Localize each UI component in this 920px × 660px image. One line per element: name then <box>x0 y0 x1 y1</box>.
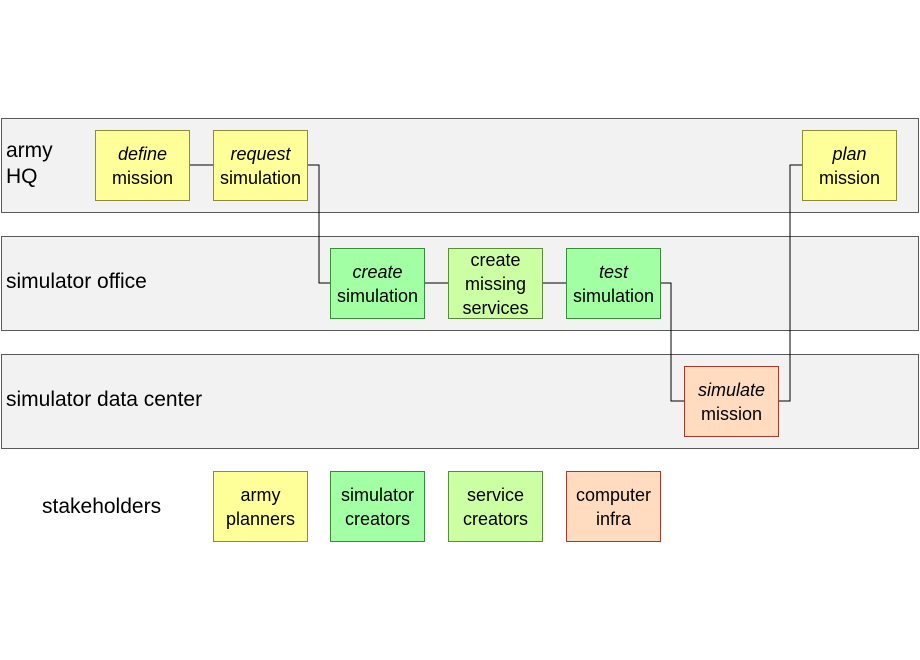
lane-label-data-center: simulator data center <box>6 388 203 411</box>
stakeholder-line1: computer <box>575 484 652 505</box>
request-simulation-noun: simulation <box>219 167 302 188</box>
connector-simulate-to-plan <box>779 164 802 402</box>
create-missing-services-line2: missing <box>464 273 526 294</box>
stakeholder-service-creators: service creators <box>448 471 543 542</box>
box-request-simulation: request simulation <box>213 130 308 201</box>
box-create-missing-services: create missing services <box>448 248 543 319</box>
test-simulation-noun: simulation <box>572 285 655 306</box>
simulate-mission-noun: mission <box>700 403 762 424</box>
box-test-simulation: test simulation <box>566 248 661 319</box>
simulate-mission-verb: simulate <box>697 379 766 400</box>
lane-label-army-hq: army HQ <box>6 139 53 188</box>
create-simulation-verb: create <box>352 261 403 282</box>
connector-test-to-simulate <box>660 282 684 402</box>
stakeholder-computer-infra: computer infra <box>566 471 661 542</box>
create-simulation-noun: simulation <box>336 285 419 306</box>
plan-mission-verb: plan <box>832 143 867 164</box>
stakeholder-line2: infra <box>595 508 631 529</box>
stakeholder-line1: service <box>466 484 524 505</box>
plan-mission-noun: mission <box>818 167 880 188</box>
box-define-mission: define mission <box>95 130 190 201</box>
stakeholder-line1: army <box>240 484 281 505</box>
connector-request-to-create <box>308 164 330 284</box>
lane-label-simulator-office: simulator office <box>6 270 147 293</box>
stakeholder-line2: creators <box>462 508 529 529</box>
test-simulation-verb: test <box>598 261 628 282</box>
stakeholder-army-planners: army planners <box>213 471 308 542</box>
stakeholder-simulator-creators: simulator creators <box>330 471 425 542</box>
create-missing-services-line3: services <box>462 297 529 318</box>
stakeholders-label: stakeholders <box>42 495 162 518</box>
define-mission-noun: mission <box>111 167 173 188</box>
stakeholder-line2: planners <box>225 508 296 529</box>
box-simulate-mission: simulate mission <box>684 366 779 437</box>
create-missing-services-line1: create <box>470 249 521 270</box>
stakeholder-line1: simulator <box>340 484 415 505</box>
define-mission-verb: define <box>117 143 168 164</box>
box-plan-mission: plan mission <box>802 130 897 201</box>
stakeholder-line2: creators <box>344 508 411 529</box>
request-simulation-verb: request <box>230 143 291 164</box>
box-create-simulation: create simulation <box>330 248 425 319</box>
